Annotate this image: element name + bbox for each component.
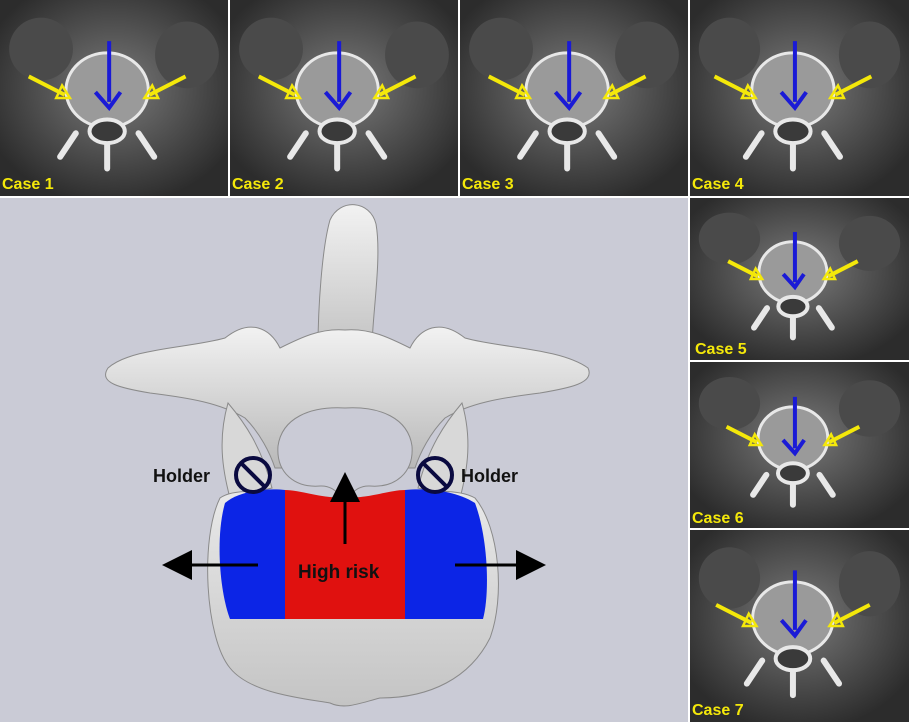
ct-panel-case-3 [460, 0, 688, 196]
vertebral-body-slice [753, 582, 834, 655]
vertebral-body-slice [752, 53, 834, 127]
ct-panel-case-4 [690, 0, 909, 196]
ct-slice-2 [230, 0, 458, 196]
case-1-label: Case 1 [2, 176, 54, 722]
ct-slice-3 [460, 0, 688, 196]
holder-left-label: Holder [153, 466, 210, 487]
ct-slice-4 [690, 0, 909, 196]
ct-panel-case-2 [230, 0, 458, 196]
ct-panel-case-1 [0, 0, 228, 196]
vertebra-model-panel: Holder Holder High risk [0, 198, 688, 722]
high-risk-label: High risk [298, 562, 379, 584]
vertebra-illustration [0, 198, 688, 722]
case-3-label: Case 3 [462, 176, 514, 722]
case-6-label: Case 6 [692, 510, 744, 722]
case-2-label: Case 2 [232, 176, 284, 722]
case-7-label: Case 7 [692, 702, 744, 722]
ct-slice-1 [0, 0, 228, 196]
